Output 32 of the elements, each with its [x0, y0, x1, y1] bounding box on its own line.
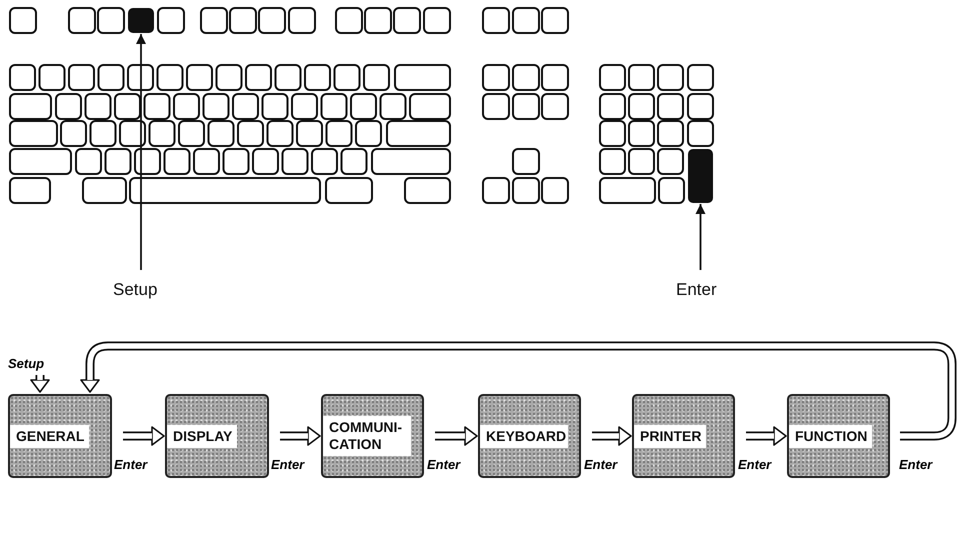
start-label: Setup [8, 356, 52, 371]
menu-title: PRINTER [634, 424, 706, 448]
menu-title: DISPLAY [167, 424, 238, 448]
menu-title: FUNCTION [789, 424, 872, 448]
leader-arrow [696, 204, 706, 270]
edge-label: Enter [426, 457, 462, 472]
edge-label: Enter [583, 457, 618, 472]
hollow-arrow [80, 342, 956, 440]
leader-arrow [136, 34, 146, 270]
menu-title: COMMUNI- CATION [323, 416, 411, 456]
menu-box [632, 394, 735, 478]
key-caption: Enter [676, 280, 724, 300]
edge-label: Enter [270, 457, 306, 472]
enter-key [688, 149, 713, 203]
menu-box [165, 394, 269, 478]
hollow-arrow [123, 426, 165, 446]
key-caption: Setup [113, 280, 169, 300]
menu-box [8, 394, 112, 478]
menu-box [321, 394, 424, 478]
hollow-arrow [746, 426, 787, 446]
hollow-arrow [435, 426, 478, 446]
hollow-arrow [30, 375, 50, 393]
menu-title: GENERAL [10, 424, 90, 448]
menu-title: KEYBOARD [480, 424, 568, 448]
edge-label: Enter [737, 457, 772, 472]
hollow-arrow [280, 426, 321, 446]
setup-key [128, 8, 154, 33]
edge-label: Enter [898, 457, 934, 472]
menu-box [478, 394, 581, 478]
menu-box [787, 394, 890, 478]
hollow-arrow [592, 426, 632, 446]
edge-label: Enter [113, 457, 148, 472]
